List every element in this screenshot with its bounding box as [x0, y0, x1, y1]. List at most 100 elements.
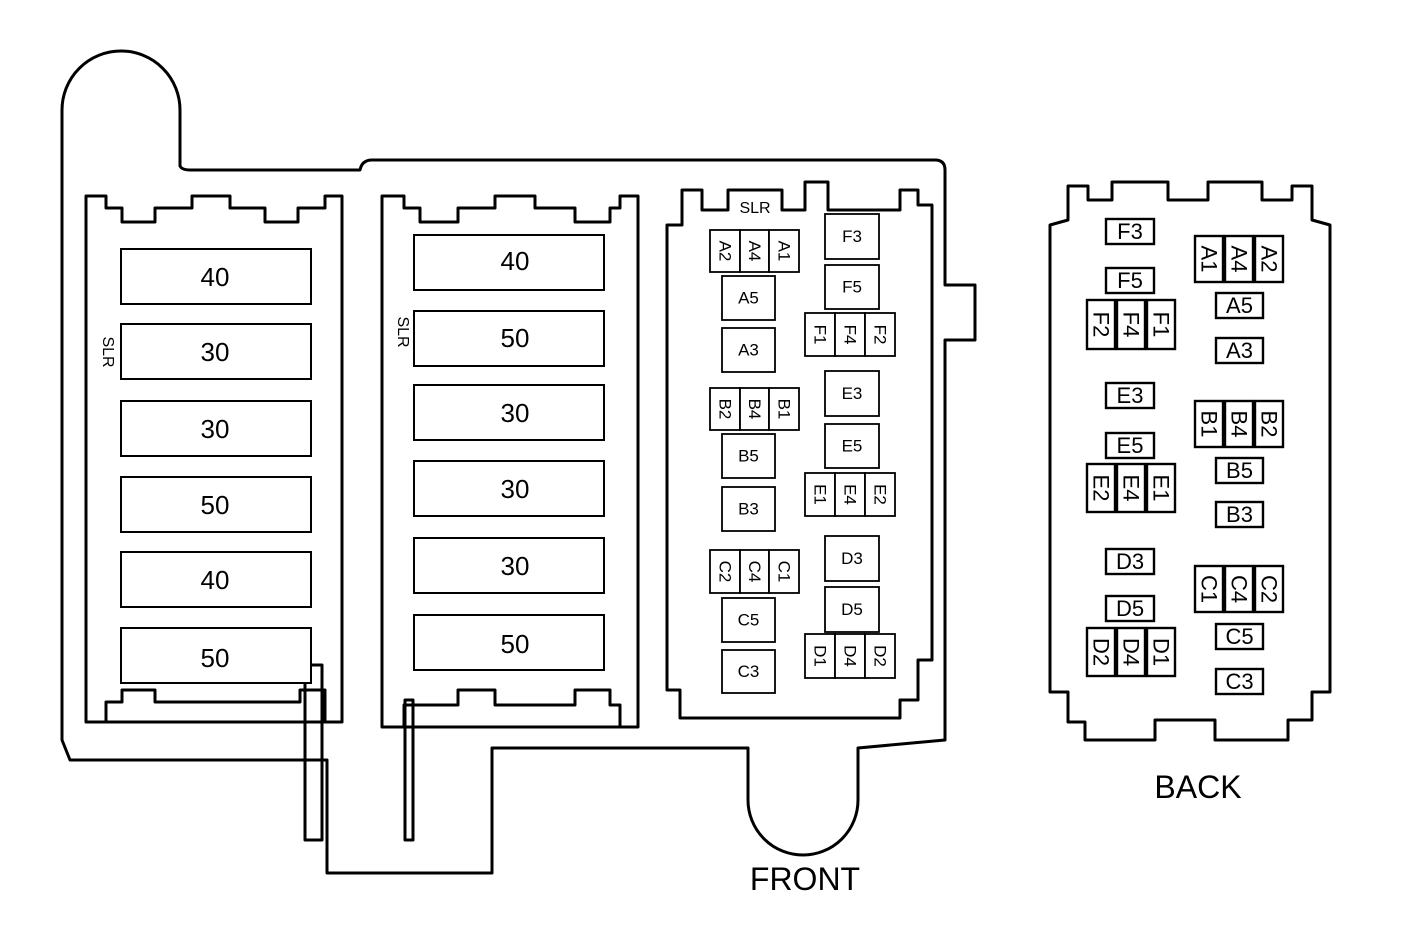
relay-cavity-a4[interactable]: A4: [739, 229, 770, 273]
relay-cavity-d5[interactable]: D5: [1104, 594, 1156, 623]
fuse-rating: 40: [201, 262, 230, 292]
relay-cavity-f1[interactable]: F1: [1145, 298, 1177, 351]
relay-cavity-f2[interactable]: F2: [864, 312, 896, 357]
relay-cavity-label: C4: [1227, 575, 1252, 603]
relay-cavity-f5[interactable]: F5: [1104, 266, 1156, 295]
relay-cavity-label: A5: [1226, 293, 1253, 318]
relay-cavity-label: E4: [841, 484, 860, 505]
fuse-rating: 50: [501, 629, 530, 659]
relay-cavity-e2[interactable]: E2: [1085, 462, 1117, 514]
relay-cavity-c4[interactable]: C4: [739, 549, 770, 594]
relay-cavity-c4[interactable]: C4: [1223, 564, 1255, 614]
relay-cavity-f2[interactable]: F2: [1085, 298, 1117, 351]
relay-cavity-d2[interactable]: D2: [864, 633, 896, 679]
relay-cavity-a5[interactable]: A5: [721, 275, 776, 321]
relay-cavity-f3[interactable]: F3: [824, 213, 880, 260]
maxi-fuse[interactable]: 50: [120, 476, 312, 533]
relay-cavity-d4[interactable]: D4: [834, 633, 866, 679]
relay-cavity-label: B5: [738, 447, 759, 466]
back-view-label: BACK: [1154, 769, 1241, 805]
relay-cavity-c1[interactable]: C1: [768, 549, 800, 594]
relay-cavity-label: F3: [842, 227, 862, 246]
relay-cavity-b3[interactable]: B3: [1214, 500, 1265, 529]
relay-cavity-d5[interactable]: D5: [824, 586, 880, 633]
fuse-rating: 30: [201, 337, 230, 367]
relay-cavity-c3[interactable]: C3: [721, 649, 776, 694]
relay-cavity-a2[interactable]: A2: [1253, 234, 1285, 284]
relay-cavity-d3[interactable]: D3: [824, 535, 880, 582]
maxi-fuse[interactable]: 40: [120, 551, 312, 608]
relay-cavity-b4[interactable]: B4: [739, 387, 770, 431]
relay-cavity-a1[interactable]: A1: [1193, 234, 1225, 284]
relay-cavity-e4[interactable]: E4: [834, 472, 866, 517]
relay-cavity-e4[interactable]: E4: [1115, 462, 1147, 514]
maxi-fuse[interactable]: 30: [413, 460, 605, 517]
relay-cavity-d2[interactable]: D2: [1085, 626, 1117, 678]
maxi-fuse[interactable]: 50: [413, 310, 605, 367]
relay-cavity-e1[interactable]: E1: [1145, 462, 1177, 514]
relay-cavity-e2[interactable]: E2: [864, 472, 896, 517]
relay-cavity-label: E2: [1089, 475, 1114, 502]
relay-cavity-f4[interactable]: F4: [834, 312, 866, 357]
maxi-fuse[interactable]: 40: [120, 248, 312, 305]
relay-cavity-d1[interactable]: D1: [1145, 626, 1177, 678]
relay-cavity-f3[interactable]: F3: [1104, 217, 1156, 246]
relay-cavity-a3[interactable]: A3: [1214, 336, 1265, 365]
relay-cavity-e5[interactable]: E5: [824, 423, 880, 469]
relay-cavity-a3[interactable]: A3: [721, 327, 776, 373]
relay-cavity-label: B5: [1226, 458, 1253, 483]
relay-cavity-label: C4: [745, 561, 764, 583]
relay-cavity-label: C1: [775, 561, 794, 583]
relay-cavity-label: E5: [842, 437, 863, 456]
relay-cavity-b5[interactable]: B5: [1214, 456, 1265, 485]
relay-cavity-c3[interactable]: C3: [1214, 667, 1265, 696]
relay-cavity-label: F2: [871, 325, 890, 345]
relay-cavity-c2[interactable]: C2: [709, 549, 741, 594]
relay-cavity-c1[interactable]: C1: [1193, 564, 1225, 614]
relay-cavity-b3[interactable]: B3: [721, 486, 776, 532]
relay-cavity-a5[interactable]: A5: [1214, 291, 1265, 320]
relay-cavity-a4[interactable]: A4: [1223, 234, 1255, 284]
relay-cavity-b5[interactable]: B5: [721, 433, 776, 479]
relay-cavity-b1[interactable]: B1: [1193, 399, 1225, 449]
relay-cavity-b4[interactable]: B4: [1223, 399, 1255, 449]
relay-cavity-label: E4: [1119, 475, 1144, 502]
relay-cavity-e3[interactable]: E3: [824, 370, 880, 417]
fuse-rating: 50: [201, 643, 230, 673]
relay-cavity-b2[interactable]: B2: [709, 387, 741, 431]
relay-cavity-d1[interactable]: D1: [804, 633, 836, 679]
relay-cavity-f1[interactable]: F1: [804, 312, 836, 357]
relay-cavity-label: A3: [738, 341, 759, 360]
relay-cavity-c2[interactable]: C2: [1253, 564, 1285, 614]
maxi-fuse[interactable]: 40: [413, 234, 605, 291]
relay-cavity-a1[interactable]: A1: [768, 229, 800, 273]
front-relay-block-frame: [665, 180, 934, 720]
maxi-fuse[interactable]: 30: [120, 323, 312, 380]
relay-cavity-a2[interactable]: A2: [709, 229, 741, 273]
relay-cavity-d4[interactable]: D4: [1115, 626, 1147, 678]
relay-cavity-c5[interactable]: C5: [721, 597, 776, 643]
relay-cavity-label: D4: [841, 645, 860, 667]
maxi-fuse[interactable]: 30: [413, 384, 605, 441]
left-block-bottom-notch: [104, 688, 327, 722]
relay-cavity-label: F4: [1119, 312, 1144, 338]
relay-cavity-e1[interactable]: E1: [804, 472, 836, 517]
relay-cavity-b1[interactable]: B1: [768, 387, 800, 431]
relay-cavity-e5[interactable]: E5: [1104, 431, 1156, 460]
left-fuse-block-frame: [84, 194, 344, 724]
relay-cavity-label: A1: [1197, 246, 1222, 273]
maxi-fuse[interactable]: 50: [120, 627, 312, 684]
relay-cavity-f5[interactable]: F5: [824, 264, 880, 310]
relay-cavity-label: C5: [738, 611, 760, 630]
relay-cavity-e3[interactable]: E3: [1104, 381, 1156, 410]
maxi-fuse[interactable]: 30: [120, 400, 312, 457]
housing-outline: [60, 49, 977, 875]
maxi-fuse[interactable]: 50: [413, 614, 605, 671]
relay-cavity-label: C2: [716, 561, 735, 583]
relay-cavity-c5[interactable]: C5: [1214, 622, 1265, 651]
relay-cavity-b2[interactable]: B2: [1253, 399, 1285, 449]
relay-cavity-f4[interactable]: F4: [1115, 298, 1147, 351]
maxi-fuse[interactable]: 30: [413, 537, 605, 594]
relay-cavity-d3[interactable]: D3: [1104, 547, 1156, 576]
